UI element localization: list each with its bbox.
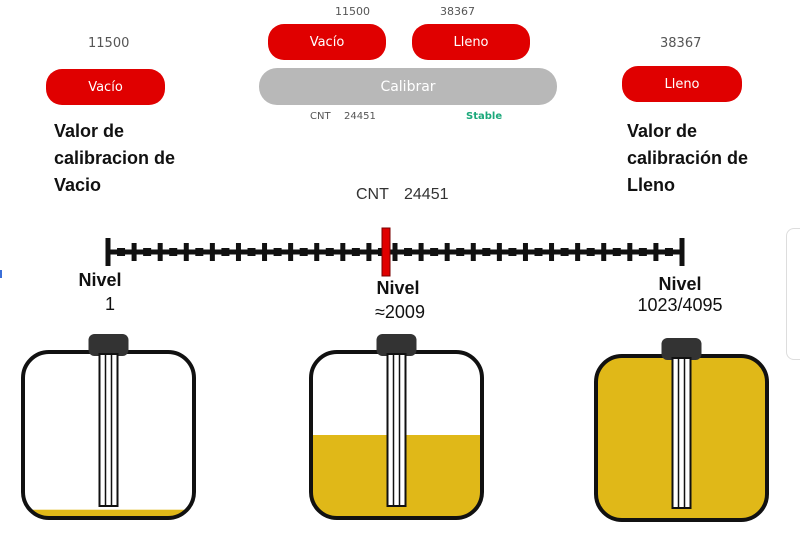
left-vacio-value: 11500 <box>88 36 130 51</box>
scale-minor-tick <box>247 248 256 256</box>
stable-status: Stable <box>466 111 503 122</box>
scale-tick <box>288 243 294 261</box>
scale-minor-tick <box>638 248 647 256</box>
scale-tick <box>209 243 215 261</box>
nivel-label-2: Nivel <box>376 278 420 298</box>
tank-probe <box>671 357 692 509</box>
scale-minor-tick <box>664 248 673 256</box>
nivel-value-2: ≈2009 <box>375 302 425 322</box>
tank-probe <box>98 353 119 507</box>
scale-minor-tick <box>169 248 178 256</box>
center-cnt-label: CNT <box>356 186 389 203</box>
tank-probe <box>386 353 407 507</box>
scale-minor-tick <box>404 248 413 256</box>
vacio-caption-line: calibracion de <box>54 148 176 168</box>
scale-tick <box>444 243 450 261</box>
lleno-caption: Valor de calibración de Lleno <box>627 118 748 199</box>
scale-tick <box>679 238 685 266</box>
scale-minor-tick <box>351 248 360 256</box>
scale-tick <box>575 243 581 261</box>
scale-tick <box>470 243 476 261</box>
scale-minor-tick <box>612 248 621 256</box>
scale-minor-tick <box>534 248 543 256</box>
lleno-caption-line: calibración de <box>627 148 749 168</box>
top-cnt-label: CNT <box>310 111 331 122</box>
scale-minor-tick <box>143 248 152 256</box>
scale-minor-tick <box>325 248 334 256</box>
vacio-caption-line: Valor de <box>54 121 125 141</box>
top-lleno-button[interactable]: Lleno <box>412 24 530 60</box>
nivel-label-1: Nivel <box>78 270 122 290</box>
vacio-caption-line: Vacio <box>54 175 102 195</box>
scale-tick <box>496 243 502 261</box>
level-scale <box>105 227 685 277</box>
scale-minor-tick <box>117 248 126 256</box>
top-cnt-value: 24451 <box>344 111 376 122</box>
scale-minor-tick <box>273 248 282 256</box>
nivel-value-3: 1023/4095 <box>637 295 723 315</box>
scale-tick <box>653 243 659 261</box>
calibrar-button[interactable]: Calibrar <box>259 68 557 105</box>
top-vacio-button[interactable]: Vacío <box>268 24 386 60</box>
lleno-caption-line: Valor de <box>627 121 698 141</box>
tank-cap <box>88 334 129 356</box>
scale-minor-tick <box>430 248 439 256</box>
tanks-group <box>21 334 769 522</box>
tank-liquid <box>23 509 194 518</box>
top-vacio-value: 11500 <box>335 5 370 18</box>
scale-tick <box>549 243 555 261</box>
top-lleno-value: 38367 <box>440 5 475 18</box>
scale-minor-tick <box>299 248 308 256</box>
right-lleno-button[interactable]: Lleno <box>622 66 742 102</box>
edge-mark <box>0 270 2 278</box>
scale-tick <box>235 243 241 261</box>
scale-tick <box>131 243 137 261</box>
scale-minor-tick <box>195 248 204 256</box>
right-lleno-value: 38367 <box>660 36 702 51</box>
scale-tick <box>262 243 268 261</box>
scale-tick <box>418 243 424 261</box>
vacio-caption: Valor de calibracion de Vacio <box>54 118 175 199</box>
tank-cap <box>661 338 702 360</box>
scale-minor-tick <box>482 248 491 256</box>
scale-tick <box>601 243 607 261</box>
nivel-label-3: Nivel <box>658 274 702 294</box>
center-cnt-value: 24451 <box>404 186 449 203</box>
nivel-value-1: 1 <box>104 294 115 314</box>
scale-tick <box>314 243 320 261</box>
scale-tick <box>340 243 346 261</box>
scale-tick <box>105 238 111 266</box>
scale-minor-tick <box>456 248 465 256</box>
tank-cap <box>376 334 417 356</box>
lleno-caption-line: Lleno <box>627 175 675 195</box>
scale-tick <box>522 243 528 261</box>
scale-tick <box>392 243 398 261</box>
side-card-edge <box>786 228 800 360</box>
left-vacio-button[interactable]: Vacío <box>46 69 165 105</box>
scale-tick <box>157 243 163 261</box>
scale-tick <box>366 243 372 261</box>
scale-marker <box>381 227 391 277</box>
scale-minor-tick <box>221 248 230 256</box>
scale-minor-tick <box>508 248 517 256</box>
scale-tick <box>183 243 189 261</box>
scale-minor-tick <box>560 248 569 256</box>
scale-tick <box>627 243 633 261</box>
scale-minor-tick <box>586 248 595 256</box>
